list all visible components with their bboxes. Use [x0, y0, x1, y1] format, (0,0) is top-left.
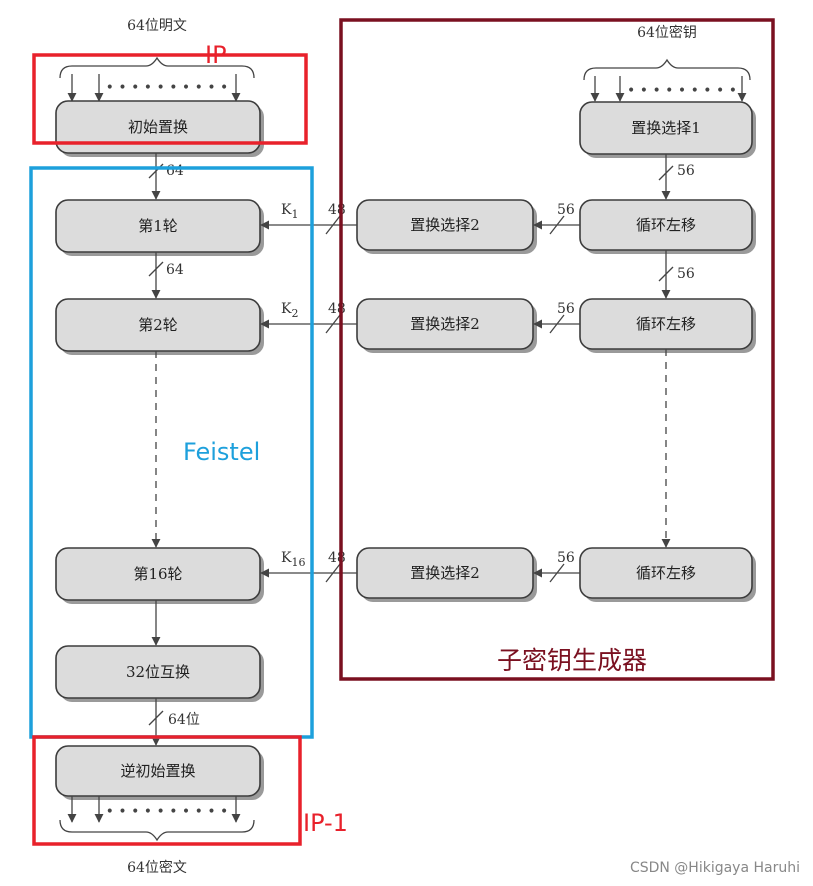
ip-inverse-annotation: IP-1 [303, 809, 348, 837]
ip-annotation: IP [205, 41, 227, 69]
plaintext-brace: • • • • • • • • • • [59, 56, 255, 102]
ciphertext-brace: • • • • • • • • • • [59, 796, 255, 842]
ciphertext-label: 64位密文 [127, 859, 187, 876]
subkey-k1: K1 [281, 202, 298, 221]
plaintext-label: 64位明文 [127, 18, 187, 34]
left-shift-label-2: 循环左移 [636, 315, 696, 333]
subkey-generator-annotation: 子密钥生成器 [497, 646, 647, 675]
width-48-c: 48 [328, 550, 346, 566]
width-64-a: 64 [166, 163, 184, 179]
inverse-permutation-label: 逆初始置换 [120, 762, 195, 780]
left-shift-box-1: 循环左移 [579, 199, 756, 254]
width-56-a: 56 [677, 163, 695, 179]
subkey-k2: K2 [281, 301, 298, 320]
round-1-box: 第1轮 [55, 199, 264, 256]
svg-text:• • • • • • • • • •: • • • • • • • • • • [106, 80, 229, 96]
round-16-box: 第16轮 [55, 547, 264, 604]
swap-32-box: 32位互换 [55, 645, 264, 702]
pc2-label-16: 置换选择2 [410, 564, 480, 582]
subkey-generator-highlight-box [339, 18, 775, 681]
round-2-label: 第2轮 [138, 316, 178, 334]
subkey-k16: K16 [281, 550, 305, 569]
ip-highlight-box [32, 53, 308, 145]
swap-32-label: 32位互换 [126, 663, 190, 681]
width-56-e: 56 [557, 550, 575, 566]
width-48-a: 48 [328, 202, 346, 218]
feistel-annotation: Feistel [183, 438, 260, 466]
initial-permutation-box: 初始置换 [55, 100, 264, 157]
key-brace: • • • • • • • • • [583, 58, 751, 102]
width-64-b: 64 [166, 262, 184, 278]
left-shift-label-1: 循环左移 [636, 216, 696, 234]
width-56-c: 56 [557, 202, 575, 218]
pc2-label-2: 置换选择2 [410, 315, 480, 333]
key-label: 64位密钥 [637, 24, 697, 41]
width-56-b: 56 [677, 266, 695, 282]
initial-permutation-label: 初始置换 [128, 118, 188, 136]
ip-inverse-highlight-box [32, 735, 302, 846]
left-shift-box-2: 循环左移 [579, 298, 756, 353]
svg-text:• • • • • • • • •: • • • • • • • • • [627, 83, 737, 99]
round-2-box: 第2轮 [55, 298, 264, 355]
pc1-label: 置换选择1 [631, 119, 701, 137]
pc2-box-1: 置换选择2 [356, 199, 537, 254]
left-shift-label-16: 循环左移 [636, 564, 696, 582]
pc2-label-1: 置换选择2 [410, 216, 480, 234]
shift-to-pc2-arrows [533, 215, 580, 583]
left-shift-box-16: 循环左移 [579, 547, 756, 602]
width-48-b: 48 [328, 301, 346, 317]
width-56-d: 56 [557, 301, 575, 317]
pc2-box-16: 置换选择2 [356, 547, 537, 602]
pc2-box-2: 置换选择2 [356, 298, 537, 353]
inverse-permutation-box: 逆初始置换 [55, 745, 264, 800]
watermark: CSDN @Hikigaya Haruhi [630, 860, 800, 876]
round-16-label: 第16轮 [133, 565, 182, 583]
key-schedule-flow [658, 154, 674, 548]
svg-text:• • • • • • • • • •: • • • • • • • • • • [106, 804, 229, 820]
width-64-c: 64位 [168, 712, 200, 728]
round-1-label: 第1轮 [138, 217, 178, 235]
pc1-box: 置换选择1 [579, 101, 756, 158]
